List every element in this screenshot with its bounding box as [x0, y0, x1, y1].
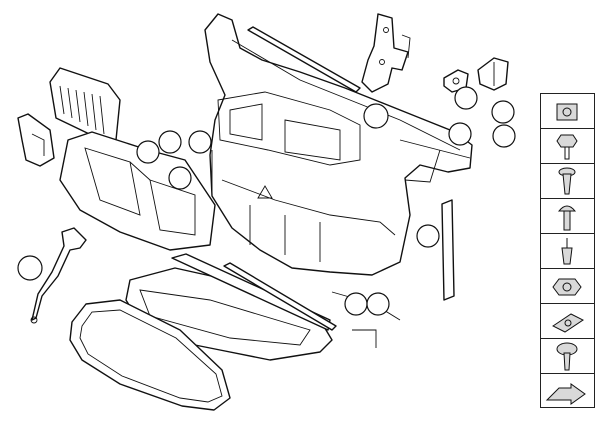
air-vent-grille[interactable] [49, 67, 121, 143]
hex-screw-item[interactable] [541, 129, 594, 164]
seal-strip-upper[interactable] [247, 26, 361, 93]
hex-screw-icon [556, 134, 578, 160]
expanding-rivet-icon [558, 167, 576, 195]
deflector-strip[interactable] [223, 262, 337, 331]
next-page-arrow-icon [545, 383, 586, 405]
torx-screw-item[interactable] [541, 339, 594, 374]
expanding-rivet-item[interactable] [541, 164, 594, 199]
front-end-carrier[interactable] [204, 13, 473, 276]
lower-seal-strip[interactable] [171, 253, 331, 331]
callout-5[interactable] [492, 124, 516, 148]
callout-8[interactable] [188, 130, 212, 154]
callout-12[interactable] [344, 292, 368, 316]
clip-nut-icon [556, 103, 578, 121]
plate-nut-icon [552, 313, 584, 333]
side-seal-strip[interactable] [441, 199, 455, 301]
holder-bracket[interactable] [477, 57, 509, 91]
blind-rivet-item[interactable] [541, 234, 594, 269]
callouts [17, 86, 516, 316]
callout-11[interactable] [17, 255, 43, 281]
side-bracket[interactable] [17, 113, 55, 167]
round-head-bolt-icon [557, 205, 577, 231]
hex-nut-icon [552, 278, 582, 296]
callout-3[interactable] [491, 100, 515, 124]
callout-9[interactable] [168, 166, 192, 190]
hex-nut-item[interactable] [541, 269, 594, 304]
grille-frame[interactable] [69, 299, 231, 411]
mounting-bracket[interactable] [361, 13, 411, 93]
plate-nut-item[interactable] [541, 304, 594, 339]
callout-6[interactable] [136, 140, 160, 164]
clip-nut-item[interactable] [541, 94, 594, 129]
callout-10[interactable] [416, 224, 440, 248]
callout-4[interactable] [448, 122, 472, 146]
callout-13[interactable] [366, 292, 390, 316]
callout-1[interactable] [363, 103, 389, 129]
air-duct[interactable] [59, 131, 216, 251]
round-head-bolt-item[interactable] [541, 199, 594, 234]
callout-7[interactable] [158, 130, 182, 154]
callout-2[interactable] [454, 86, 478, 110]
fastener-sidebar [540, 93, 595, 408]
cable-holder[interactable] [30, 227, 87, 324]
torx-screw-icon [556, 342, 578, 371]
blind-rivet-icon [561, 238, 573, 265]
next-page-arrow-item[interactable] [541, 374, 594, 409]
